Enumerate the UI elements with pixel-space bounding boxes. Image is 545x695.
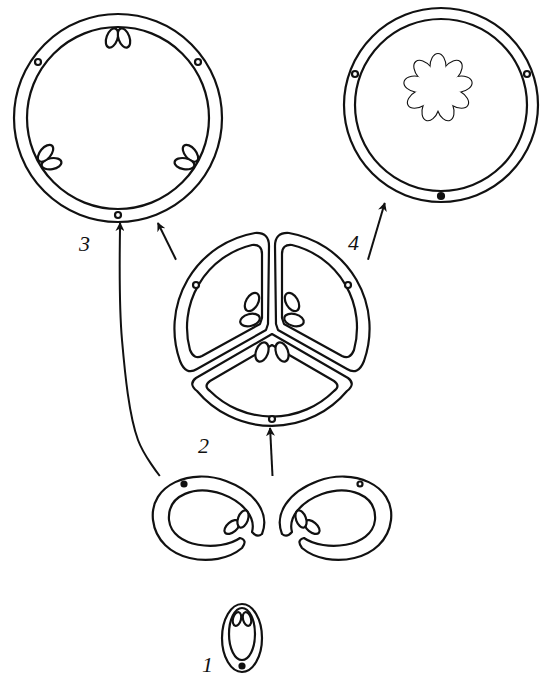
evolution-arrow: [120, 223, 160, 476]
ovary-free-central: [344, 8, 538, 202]
figure-region: 2: [176, 230, 368, 428]
evolution-arrow: [158, 223, 176, 260]
figure-number: 2: [198, 435, 209, 457]
open-carpels: [153, 477, 392, 672]
figure-number: 4: [348, 232, 359, 254]
ovary-axile: [174, 233, 369, 426]
ovary-parietal: [14, 14, 222, 222]
figure-number: 3: [79, 233, 90, 255]
evolution-arrow: [368, 203, 385, 260]
figure-region: 4: [344, 8, 538, 203]
figure-number: 1: [202, 654, 213, 676]
evolution-arrow: [270, 428, 272, 476]
figure-region: 1: [150, 476, 395, 676]
figure-region: 3: [13, 13, 223, 223]
